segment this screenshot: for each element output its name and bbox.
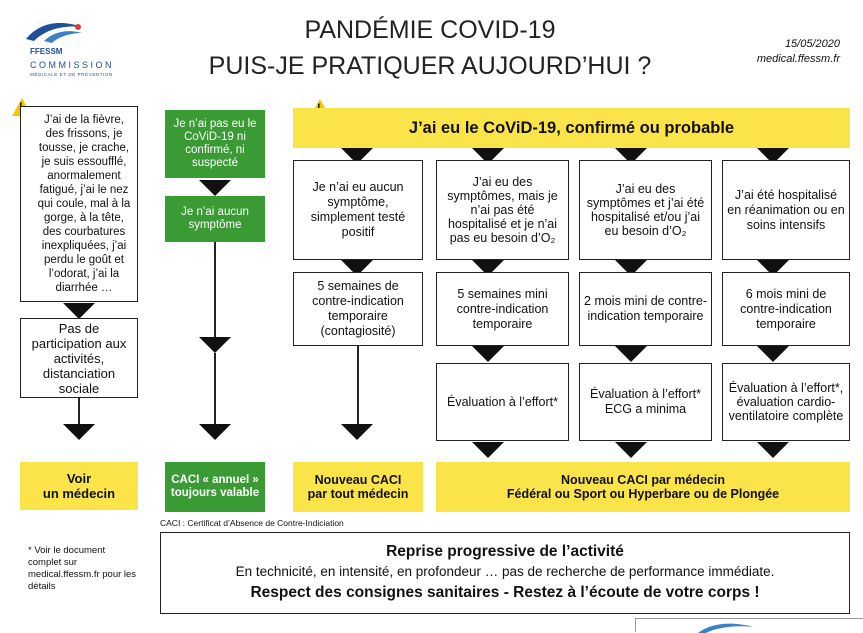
case-text-4: J’ai été hospitalisé en réanimation ou e… — [727, 187, 845, 232]
no-activity-text: Pas de participation aux activités, dist… — [31, 320, 127, 396]
arrow-eval-3 — [615, 346, 647, 362]
duration-box-4: 6 mois mini de contre-indication tempora… — [722, 272, 850, 346]
wave-icon — [26, 23, 82, 43]
result-specialist-line1: Nouveau CACI par médecin — [561, 473, 725, 487]
case-box-icu: J’ai été hospitalisé en réanimation ou e… — [722, 160, 850, 260]
connector-col1 — [357, 346, 359, 426]
connector-green-1 — [214, 242, 216, 338]
not-covid-box: Je n’ai pas eu le CoViD-19 ni confirmé, … — [165, 110, 265, 178]
result-annual-caci-text: CACI « annuel » toujours valable — [170, 474, 260, 499]
result-specialist: Nouveau CACI par médecin Fédéral ou Spor… — [436, 462, 850, 512]
evaluation-text-2: Évaluation à l’effort* — [447, 394, 558, 409]
result-see-doctor-line1: Voir — [66, 471, 92, 486]
result-specialist-line2: Fédéral ou Sport ou Hyperbare ou de Plon… — [506, 487, 780, 501]
arrow-eval-4 — [757, 346, 789, 362]
duration-box-1: 5 semaines de contre-indication temporai… — [293, 272, 423, 346]
duration-text-4: 6 mois mini de contre-indication tempora… — [740, 286, 832, 331]
case-box-hospitalized: J’ai eu des symptômes et j’ai été hospit… — [579, 160, 712, 260]
resume-activity-line: En technicité, en intensité, en profonde… — [235, 564, 775, 579]
no-symptom-text: Je n’ai aucun symptôme — [181, 206, 249, 231]
ffessm-logo: FFESSM COMMISSION MÉDICALE ET DE PRÉVENT… — [20, 15, 130, 85]
result-any-doctor-line1: Nouveau CACI — [314, 473, 402, 487]
page-title-line2: PUIS-JE PRATIQUER AUJOURD’HUI ? — [208, 52, 652, 80]
wave-icon-small — [698, 623, 754, 633]
resume-activity-box: Reprise progressive de l’activité En tec… — [160, 532, 850, 614]
arrow-left-1 — [63, 303, 95, 319]
not-covid-text: Je n’ai pas eu le CoViD-19 ni confirmé, … — [173, 118, 257, 169]
no-symptom-box: Je n’ai aucun symptôme — [165, 196, 265, 242]
connector-left — [78, 398, 80, 424]
result-annual-caci: CACI « annuel » toujours valable — [165, 462, 265, 512]
arrow-result-4 — [757, 442, 789, 458]
case-text-1: Je n’ai eu aucun symptôme, simplement te… — [310, 180, 406, 239]
respect-guidelines-text: Respect des consignes sanitaires - Reste… — [250, 584, 760, 601]
result-any-doctor: Nouveau CACI par tout médecin — [293, 462, 423, 512]
page-title-line1: PANDÉMIE COVID-19 — [304, 16, 556, 44]
arrow-eval-2 — [472, 346, 504, 362]
arrow-left-2 — [63, 424, 95, 440]
duration-box-3: 2 mois mini de contre-indication tempora… — [579, 272, 712, 346]
arrow-green-2 — [199, 337, 231, 353]
case-box-asymptomatic: Je n’ai eu aucun symptôme, simplement te… — [293, 160, 423, 260]
arrow-result-2 — [472, 442, 504, 458]
connector-green-2 — [214, 353, 216, 425]
logo-commission-text: COMMISSION — [30, 60, 115, 70]
result-see-doctor-line2: un médecin — [42, 486, 116, 501]
website-link[interactable]: medical.ffessm.fr — [756, 53, 840, 65]
logo-subtitle-text: MÉDICALE ET DE PRÉVENTION — [30, 72, 113, 77]
case-box-symptoms: J’ai eu des symptômes, mais je n’ai pas … — [436, 160, 569, 260]
symptoms-text: J’ai de la fièvre, des frissons, je tous… — [37, 114, 131, 294]
evaluation-text-3: Évaluation à l’effort* ECG a minima — [590, 387, 701, 416]
duration-text-1: 5 semaines de contre-indication temporai… — [312, 279, 404, 338]
symptoms-box: J’ai de la fièvre, des frissons, je tous… — [20, 106, 138, 302]
arrow-green-1 — [199, 180, 231, 196]
arrow-col1-result — [341, 424, 373, 440]
logo-ffessm-text: FFESSM — [30, 47, 63, 56]
caci-definition-note: CACI : Certificat d’Absence de Contre-In… — [160, 518, 344, 528]
arrow-result-3 — [615, 442, 647, 458]
evaluation-box-3: Évaluation à l’effort* ECG a minima — [579, 363, 712, 441]
date-label: 15/05/2020 — [784, 38, 840, 50]
resume-activity-title: Reprise progressive de l’activité — [386, 543, 624, 560]
duration-text-3: 2 mois mini de contre-indication tempora… — [584, 294, 707, 323]
evaluation-box-2: Évaluation à l’effort* — [436, 363, 569, 441]
duration-text-2: 5 semaines mini contre-indication tempor… — [456, 286, 549, 331]
result-any-doctor-line2: par tout médecin — [307, 487, 409, 501]
bottom-right-partial-frame — [635, 618, 863, 633]
case-text-3: J’ai eu des symptômes et j’ai été hospit… — [586, 182, 705, 238]
result-see-doctor: Voir un médecin — [20, 462, 138, 510]
arrow-green-3 — [199, 424, 231, 440]
covid-banner-text: J’ai eu le CoViD-19, confirmé ou probabl… — [408, 119, 735, 137]
case-text-2: J’ai eu des symptômes, mais je n’ai pas … — [447, 175, 558, 245]
evaluation-text-4: Évaluation à l’effort*, évaluation cardi… — [728, 381, 844, 423]
evaluation-box-4: Évaluation à l’effort*, évaluation cardi… — [722, 363, 850, 441]
footnote: * Voir le document complet sur medical.f… — [28, 545, 137, 592]
no-activity-box: Pas de participation aux activités, dist… — [20, 318, 138, 398]
covid-banner: J’ai eu le CoViD-19, confirmé ou probabl… — [293, 108, 850, 148]
duration-box-2: 5 semaines mini contre-indication tempor… — [436, 272, 569, 346]
